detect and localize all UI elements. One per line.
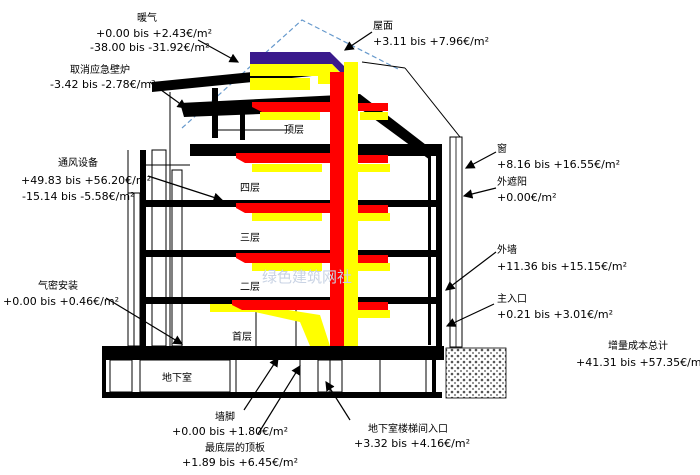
airtight-line1: +0.00 bis +0.46€/m² [3,295,119,308]
plinth-title: 墙脚 [215,410,235,423]
leader-lines [105,31,497,435]
leader-plinth [243,356,279,411]
original-roof-outline [181,19,401,129]
leader-basement-stair [325,380,351,421]
fireplace-title: 取消应急壁炉 [70,63,130,76]
heating-title: 暖气 [137,11,157,24]
annotation-fireplace: 取消应急壁炉 -3.42 bis -2.78€/m² [50,63,156,91]
annotation-airtight: 气密安装 +0.00 bis +0.46€/m² [3,279,119,308]
entrance-line1: +0.21 bis +3.01€/m² [497,308,613,321]
slab-ground [102,346,444,360]
leader-window [464,151,497,169]
annotation-basement-stair: 地下室楼梯间入口 +3.32 bis +4.16€/m² [354,422,470,450]
slab-basement-floor [102,392,442,398]
fireplace-line1: -3.42 bis -2.78€/m² [50,78,156,91]
plinth-line1: +0.00 bis +1.80€/m² [172,425,288,438]
annotation-roof: 屋面 +3.11 bis +7.96€/m² [373,20,489,48]
roof-line1: +3.11 bis +7.96€/m² [373,35,489,48]
entrance-title: 主入口 [497,293,527,305]
shading-title: 外遮阳 [497,175,527,188]
leader-shading [462,187,497,199]
annotation-entrance: 主入口 +0.21 bis +3.01€/m² [497,293,613,321]
annotation-outer-wall: 外墙 +11.36 bis +15.15€/m² [497,243,627,273]
leader-entrance [445,303,495,327]
window-line1: +8.16 bis +16.55€/m² [497,158,620,171]
outer-shading-frame [361,61,463,348]
heating-line2: -38.00 bis -31.92€/m² [90,41,210,54]
floor-label-basement: 地下室 [162,371,192,384]
watermark-text: 绿色建筑网社 [262,268,352,286]
floor-label-top: 顶层 [284,124,304,136]
shading-line1: +0.00€/m² [497,191,557,204]
roof-insulation-purple [250,52,348,80]
ventilation-line2: -15.14 bis -5.58€/m² [22,190,135,203]
floor-label-2: 二层 [240,281,260,293]
basement-ceiling-title: 最底层的顶板 [205,441,265,454]
airtight-title: 气密安装 [38,279,78,292]
annotation-ventilation: 通风设备 +49.83 bis +56.20€/m² -15.14 bis -5… [21,156,151,203]
ventilation-line1: +49.83 bis +56.20€/m² [21,174,151,187]
outer-wall-line1: +11.36 bis +15.15€/m² [497,260,627,273]
ventilation-title: 通风设备 [58,156,98,169]
floor-label-4: 四层 [240,182,260,194]
total-line1: +41.31 bis +57.35€/m² [576,356,700,369]
annotation-shading: 外遮阳 +0.00€/m² [497,175,557,204]
ground-gravel [445,347,507,399]
leader-ventilation [147,175,224,202]
leader-basement-ceiling [257,364,301,435]
basement-stair-line1: +3.32 bis +4.16€/m² [354,437,470,450]
annotation-plinth: 墙脚 +0.00 bis +1.80€/m² [172,410,288,438]
leader-outer-wall [445,251,497,291]
floor-label-3: 三层 [240,232,260,244]
heating-line1: +0.00 bis +2.43€/m² [96,27,212,40]
annotation-heating: 暖气 +0.00 bis +2.43€/m² -38.00 bis -31.92… [90,11,212,54]
total-title: 增量成本总计 [608,339,668,352]
annotation-total: 增量成本总计 +41.31 bis +57.35€/m² [576,339,700,369]
outer-wall-title: 外墙 [497,243,517,256]
ventilation-ducts [210,62,390,346]
annotation-window: 窗 +8.16 bis +16.55€/m² [497,142,620,171]
leader-heating [197,39,240,63]
window-title: 窗 [497,142,507,155]
basement-stair-title: 地下室楼梯间入口 [368,422,448,435]
basement-ceiling-line1: +1.89 bis +6.45€/m² [182,456,298,469]
annotation-basement-ceiling: 最底层的顶板 +1.89 bis +6.45€/m² [182,441,298,469]
leader-fireplace [149,81,187,109]
leader-roof [344,31,373,51]
floor-label-ground: 首层 [232,330,252,343]
leader-airtight [105,297,184,345]
roof-title: 屋面 [373,20,393,32]
heating-pipes [232,72,388,346]
